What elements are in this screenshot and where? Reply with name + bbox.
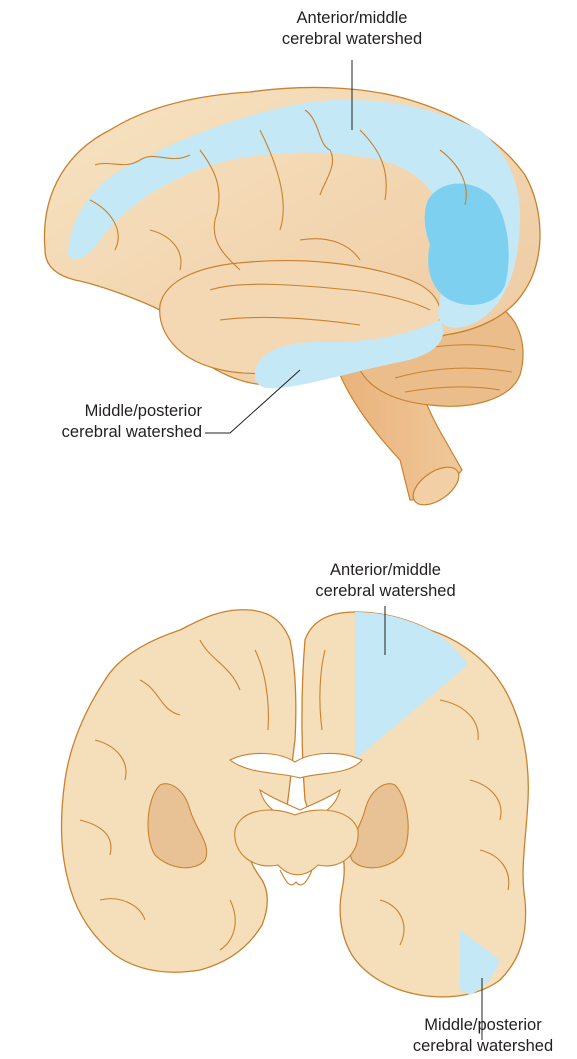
lateral-top-label: Anterior/middle cerebral watershed (262, 8, 442, 50)
lateral-bottom-label-line2: cerebral watershed (20, 422, 202, 443)
coronal-bottom-label: Middle/posterior cerebral watershed (393, 1015, 573, 1057)
coronal-top-label-line1: Anterior/middle (293, 560, 478, 581)
lateral-top-label-line1: Anterior/middle (262, 8, 442, 29)
lateral-brain-view (44, 87, 540, 512)
coronal-top-label: Anterior/middle cerebral watershed (293, 560, 478, 602)
lateral-top-label-line2: cerebral watershed (262, 29, 442, 50)
lateral-bottom-label-line1: Middle/posterior (20, 401, 202, 422)
lateral-bottom-label: Middle/posterior cerebral watershed (20, 401, 202, 443)
coronal-bottom-label-line2: cerebral watershed (393, 1036, 573, 1057)
coronal-top-label-line2: cerebral watershed (293, 581, 478, 602)
coronal-bottom-label-line1: Middle/posterior (393, 1015, 573, 1036)
coronal-brain-view (62, 610, 529, 997)
